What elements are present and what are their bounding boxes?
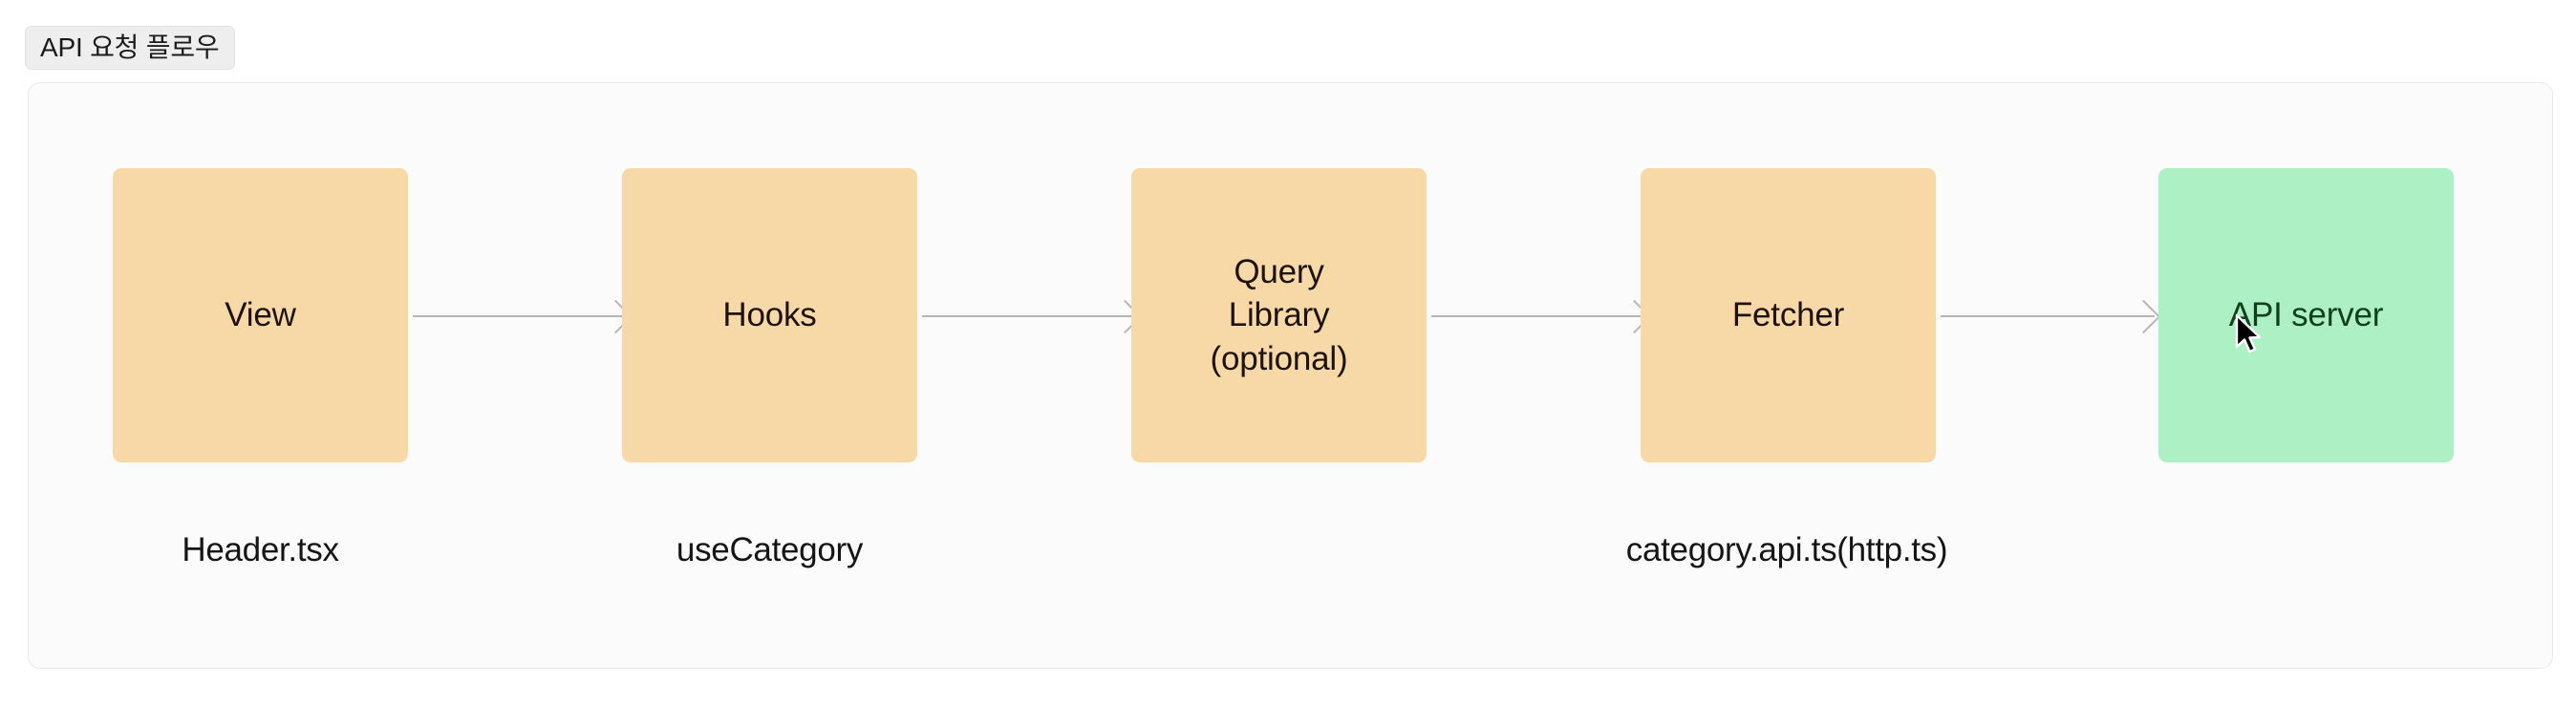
section-tag-badge: API 요청 플로우 — [25, 26, 235, 70]
flow-arrow-hooks-to-query — [922, 299, 1143, 334]
flow-arrow-view-to-hooks — [413, 299, 633, 334]
flow-node-view[interactable]: View — [113, 168, 408, 462]
flow-node-query-library-label-line2: Library — [1228, 296, 1330, 334]
flow-node-hooks-label: Hooks — [722, 296, 817, 334]
flow-diagram: View Hooks Query Library (optional) — [29, 83, 2552, 668]
arrow-shaft — [1431, 315, 1645, 317]
flow-node-fetcher[interactable]: Fetcher — [1641, 168, 1936, 462]
flow-node-view-label: View — [225, 296, 296, 334]
arrow-shaft — [1941, 315, 2155, 317]
flow-arrow-query-to-fetcher — [1431, 299, 1652, 334]
arrow-shaft — [413, 315, 627, 317]
flow-caption-category-api: category.api.ts(http.ts) — [1625, 531, 1948, 568]
arrow-shaft — [922, 315, 1136, 317]
arrow-head-icon — [2126, 299, 2161, 334]
flow-node-api-server-label: API server — [2228, 296, 2384, 334]
flow-node-fetcher-label: Fetcher — [1731, 296, 1845, 334]
flow-caption-use-category: useCategory — [676, 531, 864, 568]
flow-caption-header-tsx: Header.tsx — [182, 531, 339, 568]
section-tag-label: API 요청 플로우 — [40, 32, 220, 62]
flow-arrow-fetcher-to-server — [1941, 299, 2161, 334]
diagram-frame: View Hooks Query Library (optional) — [28, 82, 2553, 669]
flow-node-query-library-label-line1: Query — [1234, 252, 1324, 290]
flow-node-hooks[interactable]: Hooks — [622, 168, 917, 462]
flow-node-api-server[interactable]: API server — [2158, 168, 2454, 462]
flow-node-query-library[interactable]: Query Library (optional) — [1131, 168, 1427, 462]
flow-node-query-library-label-line3: (optional) — [1210, 339, 1348, 377]
